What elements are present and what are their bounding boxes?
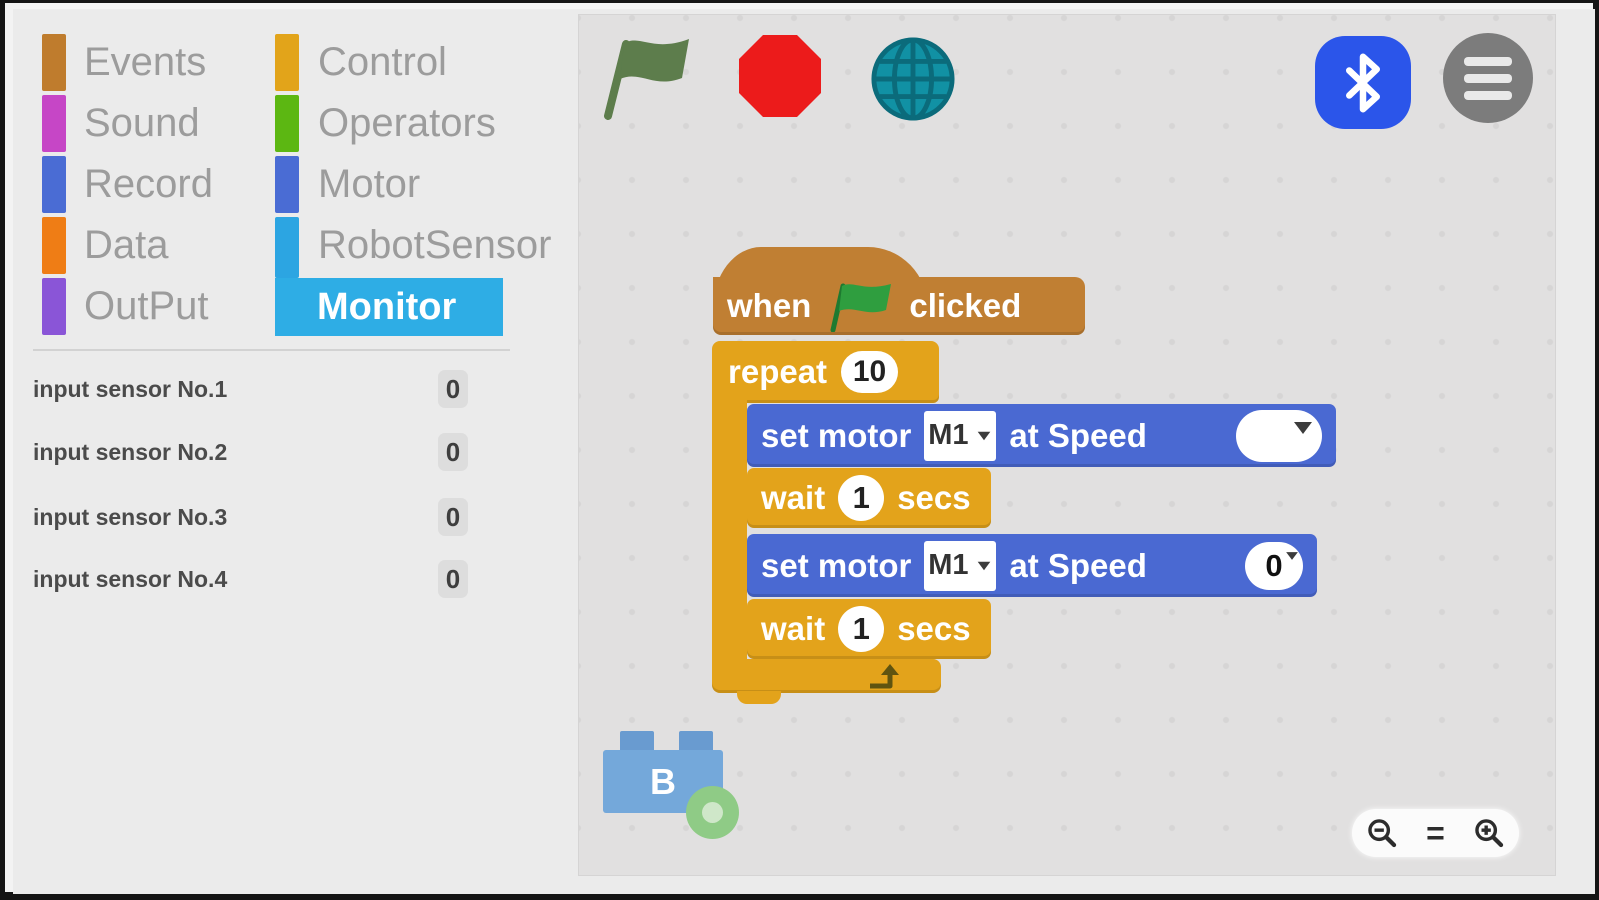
zoom-reset-button[interactable]: = (1426, 815, 1445, 851)
sound-color-swatch (42, 95, 66, 152)
at-speed-label: at Speed (1009, 546, 1147, 584)
bluetooth-icon (1346, 53, 1380, 112)
category-monitor-selected[interactable]: Monitor (275, 278, 503, 336)
events-color-swatch (42, 34, 66, 91)
chevron-down-icon (977, 561, 990, 570)
sensor-name: input sensor No.2 (33, 439, 228, 465)
category-label[interactable]: Control (318, 40, 447, 84)
menu-button[interactable] (1443, 33, 1533, 123)
chevron-down-icon (977, 431, 990, 440)
sensor-name: input sensor No.3 (33, 504, 228, 530)
repeat-block-bottom[interactable] (712, 659, 941, 693)
sensor-value: 0 (438, 370, 468, 408)
set-motor-block[interactable]: set motor M1 at Speed (747, 404, 1336, 467)
control-color-swatch (275, 34, 299, 91)
zoom-in-button[interactable] (1472, 816, 1506, 850)
operators-color-swatch (275, 95, 299, 152)
stop-icon[interactable] (737, 33, 823, 119)
zoom-controls: = (1352, 809, 1519, 857)
wait-block[interactable]: wait 1 secs (747, 599, 991, 659)
wait-label: wait (761, 610, 826, 647)
record-color-swatch (42, 156, 66, 213)
category-label[interactable]: RobotSensor (318, 223, 552, 267)
motor-select-value: M1 (928, 419, 969, 451)
speed-value: 0 (1265, 547, 1283, 583)
set-motor-label: set motor (761, 546, 912, 584)
clicked-label: clicked (909, 287, 1022, 324)
brick-stud (620, 731, 654, 752)
category-label[interactable]: Motor (318, 162, 421, 206)
category-label[interactable]: Events (84, 40, 207, 84)
category-label[interactable]: Data (84, 223, 169, 267)
repeat-block-arm[interactable] (712, 398, 747, 662)
loop-arrow-icon (866, 664, 906, 695)
repeat-count-input[interactable]: 10 (841, 351, 899, 393)
motor-select-value: M1 (928, 549, 969, 581)
menu-icon (1464, 56, 1512, 66)
category-label[interactable]: Record (84, 162, 213, 206)
brick-icon[interactable]: B (603, 750, 723, 813)
wait-block[interactable]: wait 1 secs (747, 468, 991, 528)
green-flag-icon (830, 283, 892, 332)
secs-label: secs (897, 610, 971, 647)
set-motor-block[interactable]: set motor M1 at Speed 0 (747, 534, 1317, 597)
speed-dropdown[interactable] (1236, 409, 1322, 462)
sensor-name: input sensor No.4 (33, 566, 228, 592)
bluetooth-button[interactable] (1315, 36, 1411, 129)
globe-icon[interactable] (870, 36, 956, 122)
robotsensor-color-swatch (275, 217, 299, 278)
repeat-block[interactable]: repeat 10 (712, 341, 939, 403)
brick-stud (679, 731, 713, 752)
connection-status-icon (686, 786, 739, 839)
motor-select-dropdown[interactable]: M1 (924, 540, 997, 591)
chevron-down-icon (1286, 551, 1298, 560)
repeat-label: repeat (728, 353, 828, 390)
motor-color-swatch (275, 156, 299, 213)
when-label: when (727, 287, 812, 324)
category-label[interactable]: OutPut (84, 284, 209, 328)
sensor-value: 0 (438, 433, 468, 471)
wait-secs-input[interactable]: 1 (838, 606, 885, 652)
when-flag-clicked-block[interactable]: when clicked (713, 277, 1085, 335)
wait-label: wait (761, 479, 826, 516)
palette-divider (33, 349, 510, 351)
green-flag-icon[interactable] (594, 28, 692, 120)
category-label[interactable]: Operators (318, 101, 496, 145)
sensor-value: 0 (438, 560, 468, 598)
secs-label: secs (897, 479, 971, 516)
set-motor-label: set motor (761, 416, 912, 454)
category-label[interactable]: Sound (84, 101, 200, 145)
category-label: Monitor (317, 285, 457, 328)
repeat-block-notch (737, 691, 781, 704)
at-speed-label: at Speed (1009, 416, 1147, 454)
sensor-value: 0 (438, 498, 468, 536)
motor-select-dropdown[interactable]: M1 (924, 410, 997, 461)
chevron-down-icon (1294, 421, 1312, 434)
data-color-swatch (42, 217, 66, 274)
zoom-out-button[interactable] (1365, 816, 1399, 850)
wait-secs-input[interactable]: 1 (838, 475, 885, 521)
speed-dropdown[interactable]: 0 (1245, 541, 1303, 590)
sensor-name: input sensor No.1 (33, 376, 228, 402)
output-color-swatch (42, 278, 66, 335)
